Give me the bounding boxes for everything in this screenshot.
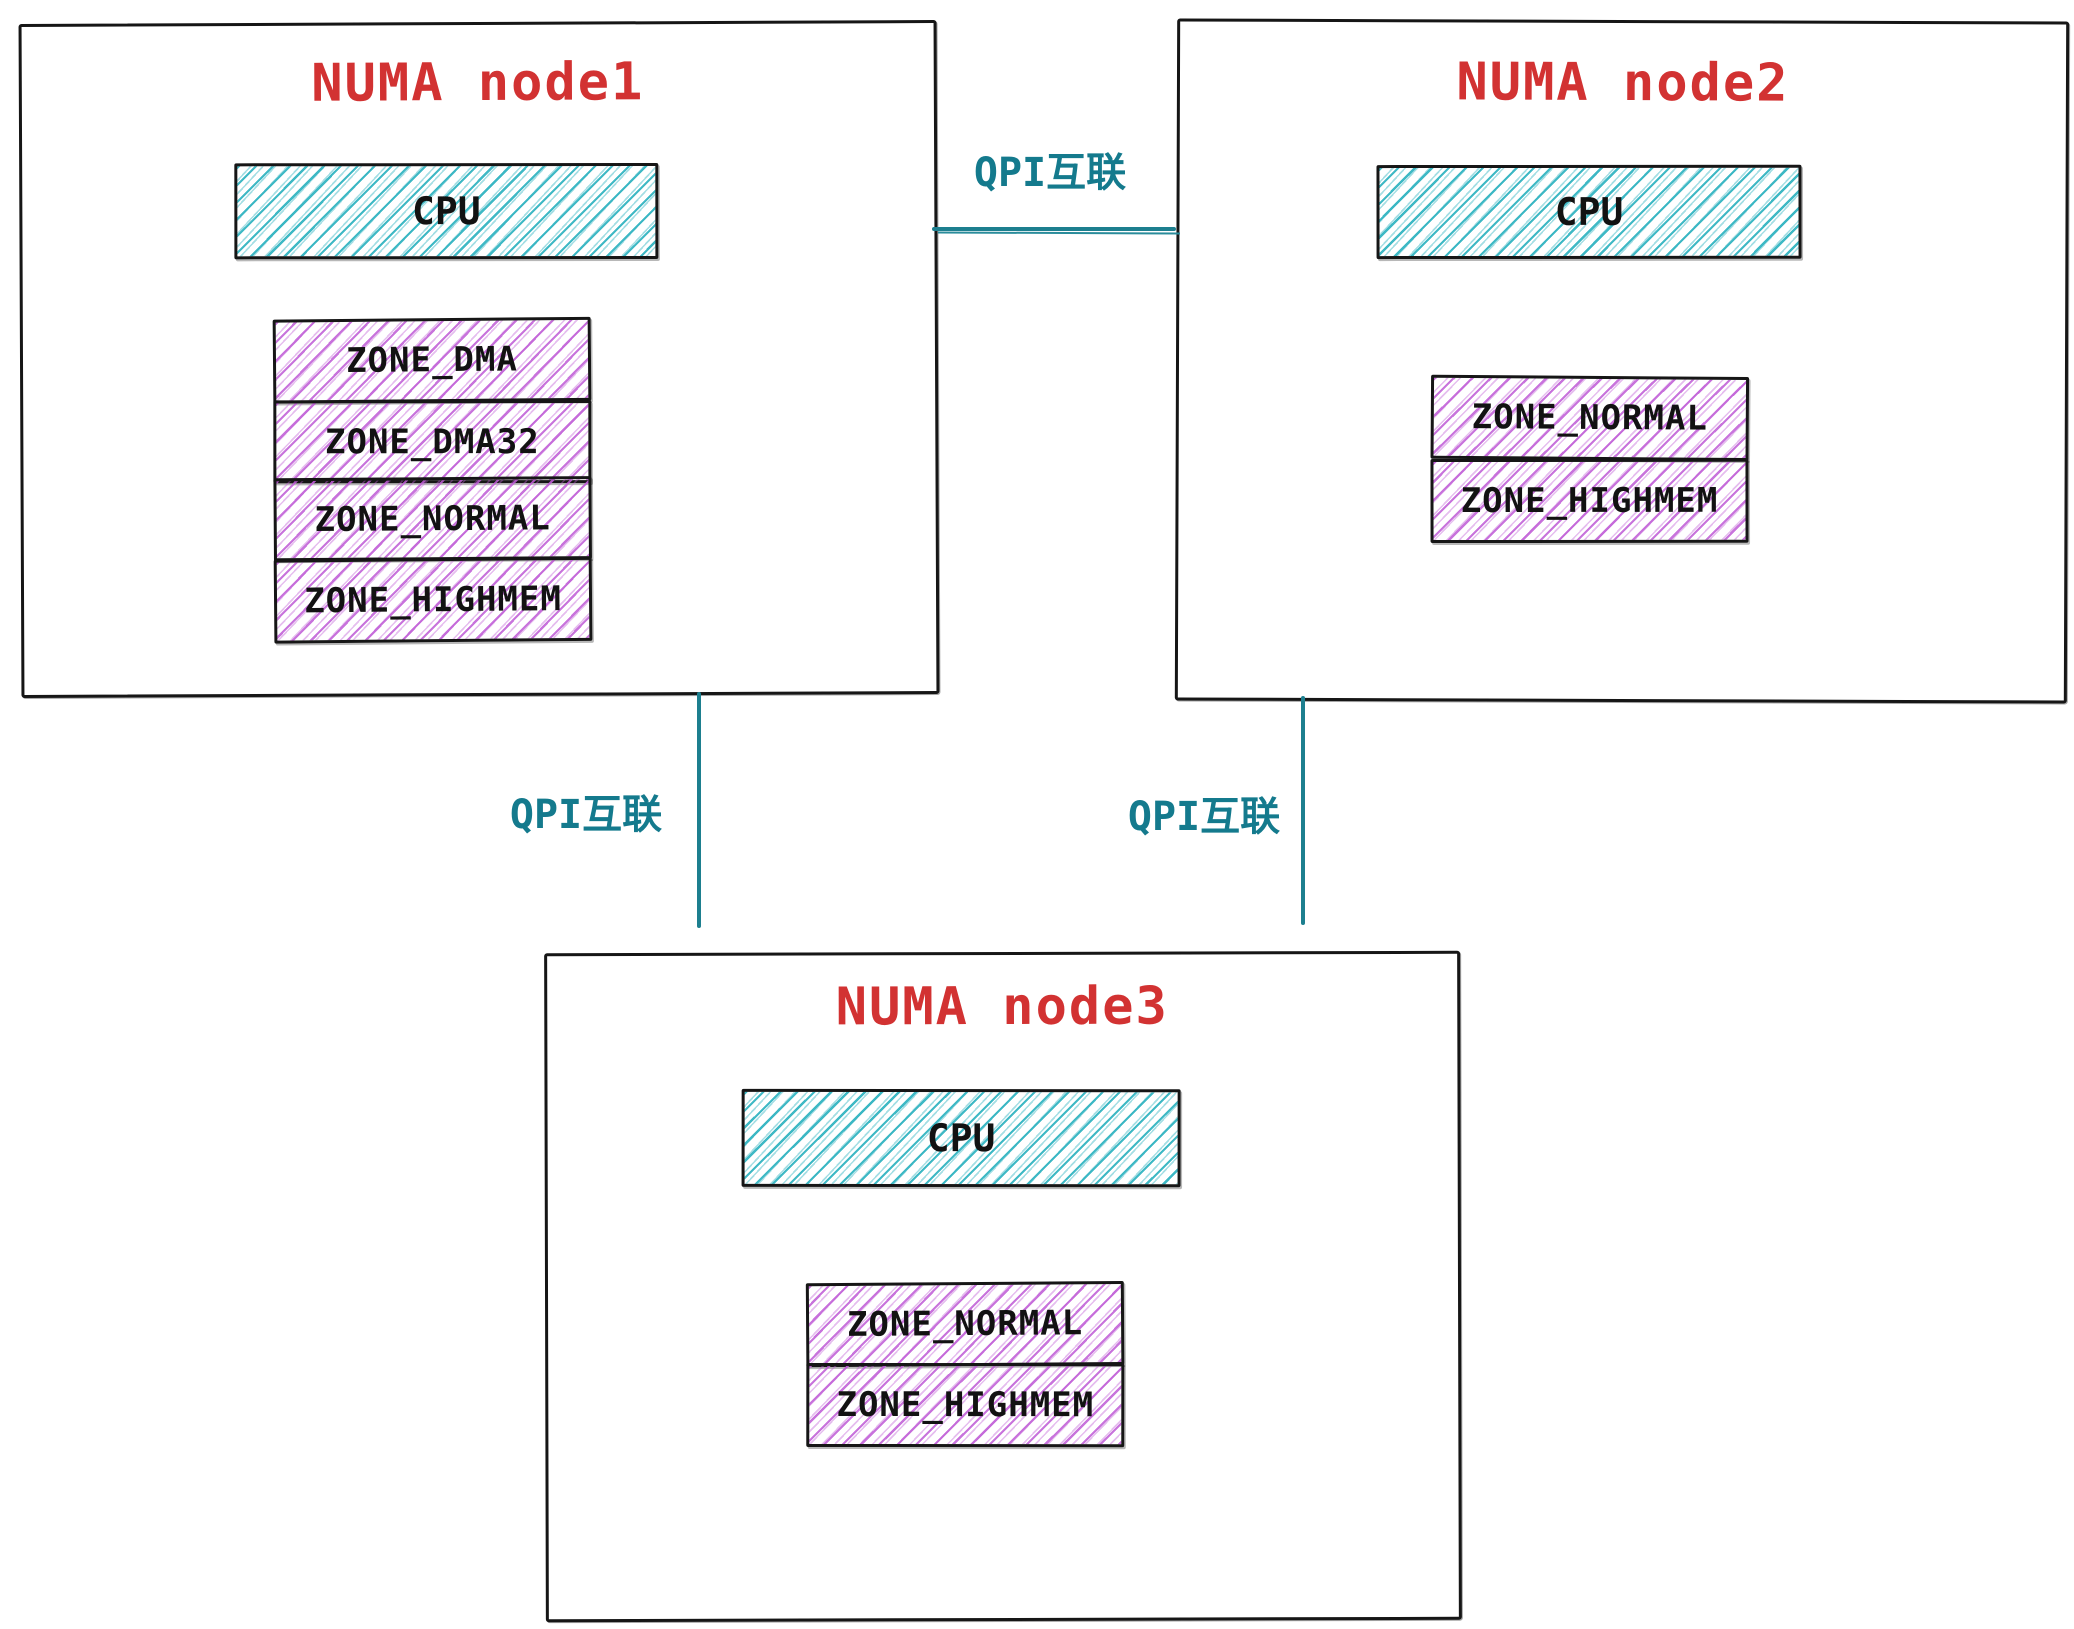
node1-zone-normal-box: ZONE_NORMAL — [273, 476, 592, 562]
node3-cpu-label: CPU — [926, 1116, 996, 1161]
node1-cpu-box: CPU — [234, 162, 659, 260]
numa-node1-box: NUMA node1 CPU ZONE_DMA ZONE_DMA32 ZONE_… — [18, 20, 940, 698]
qpi-link-node2-node3 — [1301, 696, 1305, 925]
zone-label: ZONE_NORMAL — [314, 497, 551, 540]
zone-label: ZONE_NORMAL — [846, 1303, 1084, 1345]
qpi-label-node1-node3: QPI互联 — [509, 792, 663, 838]
node2-zone-normal-box: ZONE_NORMAL — [1430, 374, 1750, 461]
node1-title: NUMA node1 — [311, 52, 645, 114]
node2-cpu-label: CPU — [1554, 189, 1624, 234]
qpi-label-node2-node3: QPI互联 — [1127, 794, 1281, 840]
qpi-link-node1-node3 — [697, 692, 701, 928]
node3-cpu-box: CPU — [741, 1088, 1181, 1188]
qpi-label-node1-node2: QPI互联 — [973, 150, 1127, 196]
zone-label: ZONE_HIGHMEM — [836, 1384, 1095, 1426]
zone-label: ZONE_DMA — [345, 339, 519, 381]
node2-zone-highmem-box: ZONE_HIGHMEM — [1430, 458, 1749, 544]
zone-label: ZONE_HIGHMEM — [304, 579, 563, 622]
node3-zone-highmem-box: ZONE_HIGHMEM — [806, 1362, 1125, 1448]
node1-zone-dma-box: ZONE_DMA — [272, 316, 592, 404]
zone-label: ZONE_HIGHMEM — [1460, 480, 1719, 521]
qpi-link-node1-node2 — [932, 227, 1176, 231]
zone-label: ZONE_NORMAL — [1471, 397, 1709, 439]
numa-node3-box: NUMA node3 CPU ZONE_NORMAL ZONE_HIGHMEM — [544, 950, 1462, 1623]
node1-zone-dma32-box: ZONE_DMA32 — [273, 400, 592, 484]
node1-cpu-label: CPU — [412, 189, 481, 234]
node3-zone-normal-box: ZONE_NORMAL — [805, 1280, 1125, 1368]
numa-node2-box: NUMA node2 CPU ZONE_NORMAL ZONE_HIGHMEM — [1174, 18, 2070, 704]
node2-title: NUMA node2 — [1456, 52, 1790, 114]
zone-label: ZONE_DMA32 — [324, 421, 540, 462]
node2-cpu-box: CPU — [1376, 164, 1802, 260]
node1-zone-highmem-box: ZONE_HIGHMEM — [273, 556, 593, 644]
node3-title: NUMA node3 — [835, 976, 1169, 1038]
